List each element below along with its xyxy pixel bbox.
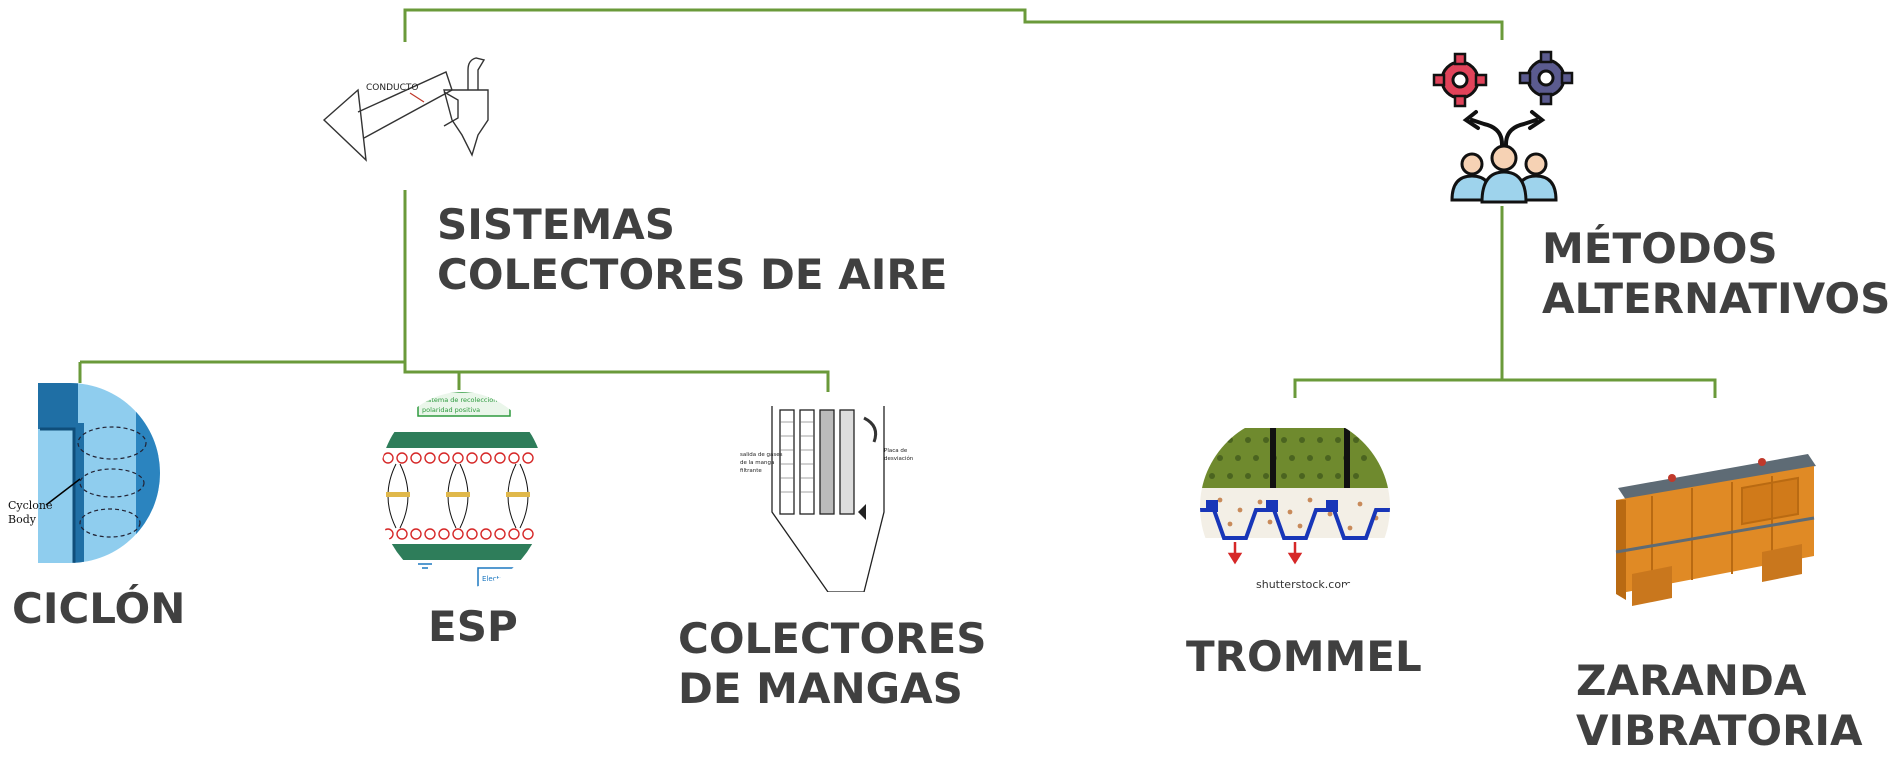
svg-text:de la manga: de la manga: [740, 460, 774, 466]
trommel-image: shutterstock.com · 19: [1200, 414, 1390, 600]
duct-cyclone-icon: CONDUCTO: [318, 30, 496, 180]
svg-text:polaridad positiva: polaridad positiva: [422, 406, 480, 414]
connector-root: [403, 8, 1504, 42]
connector-air-bags: [403, 362, 830, 392]
svg-text:salida de gases: salida de gases: [740, 452, 783, 458]
vibrating-screen-label: ZARANDA VIBRATORIA: [1576, 656, 1863, 756]
vibrating-screen-image: [1612, 448, 1820, 608]
duct-caption: CONDUCTO: [366, 83, 418, 93]
svg-text:Placa de: Placa de: [884, 448, 908, 454]
bag-collectors-label: COLECTORES DE MANGAS: [678, 614, 987, 714]
bag-collector-image: salida de gases de la manga filtrante Pl…: [738, 392, 918, 592]
cyclone-image: Cyclone Body: [0, 383, 160, 563]
svg-text:Body: Body: [8, 513, 37, 526]
alternatives-title: MÉTODOS ALTERNATIVOS: [1542, 224, 1891, 324]
trommel-label: TROMMEL: [1186, 632, 1422, 681]
esp-image: Sistema de recolección polaridad positiv…: [378, 392, 546, 588]
svg-text:filtrante: filtrante: [740, 468, 762, 474]
connector-alt-bar: [1293, 378, 1717, 398]
svg-text:Sistema de recolección: Sistema de recolección: [422, 396, 497, 404]
team-gears-icon: [1432, 48, 1576, 204]
esp-label: ESP: [428, 602, 518, 651]
svg-text:Cyclone: Cyclone: [8, 499, 53, 512]
air-collectors-title: SISTEMAS COLECTORES DE AIRE: [437, 200, 948, 300]
cyclone-label: CICLÓN: [12, 584, 186, 633]
svg-text:desviación: desviación: [884, 455, 914, 462]
